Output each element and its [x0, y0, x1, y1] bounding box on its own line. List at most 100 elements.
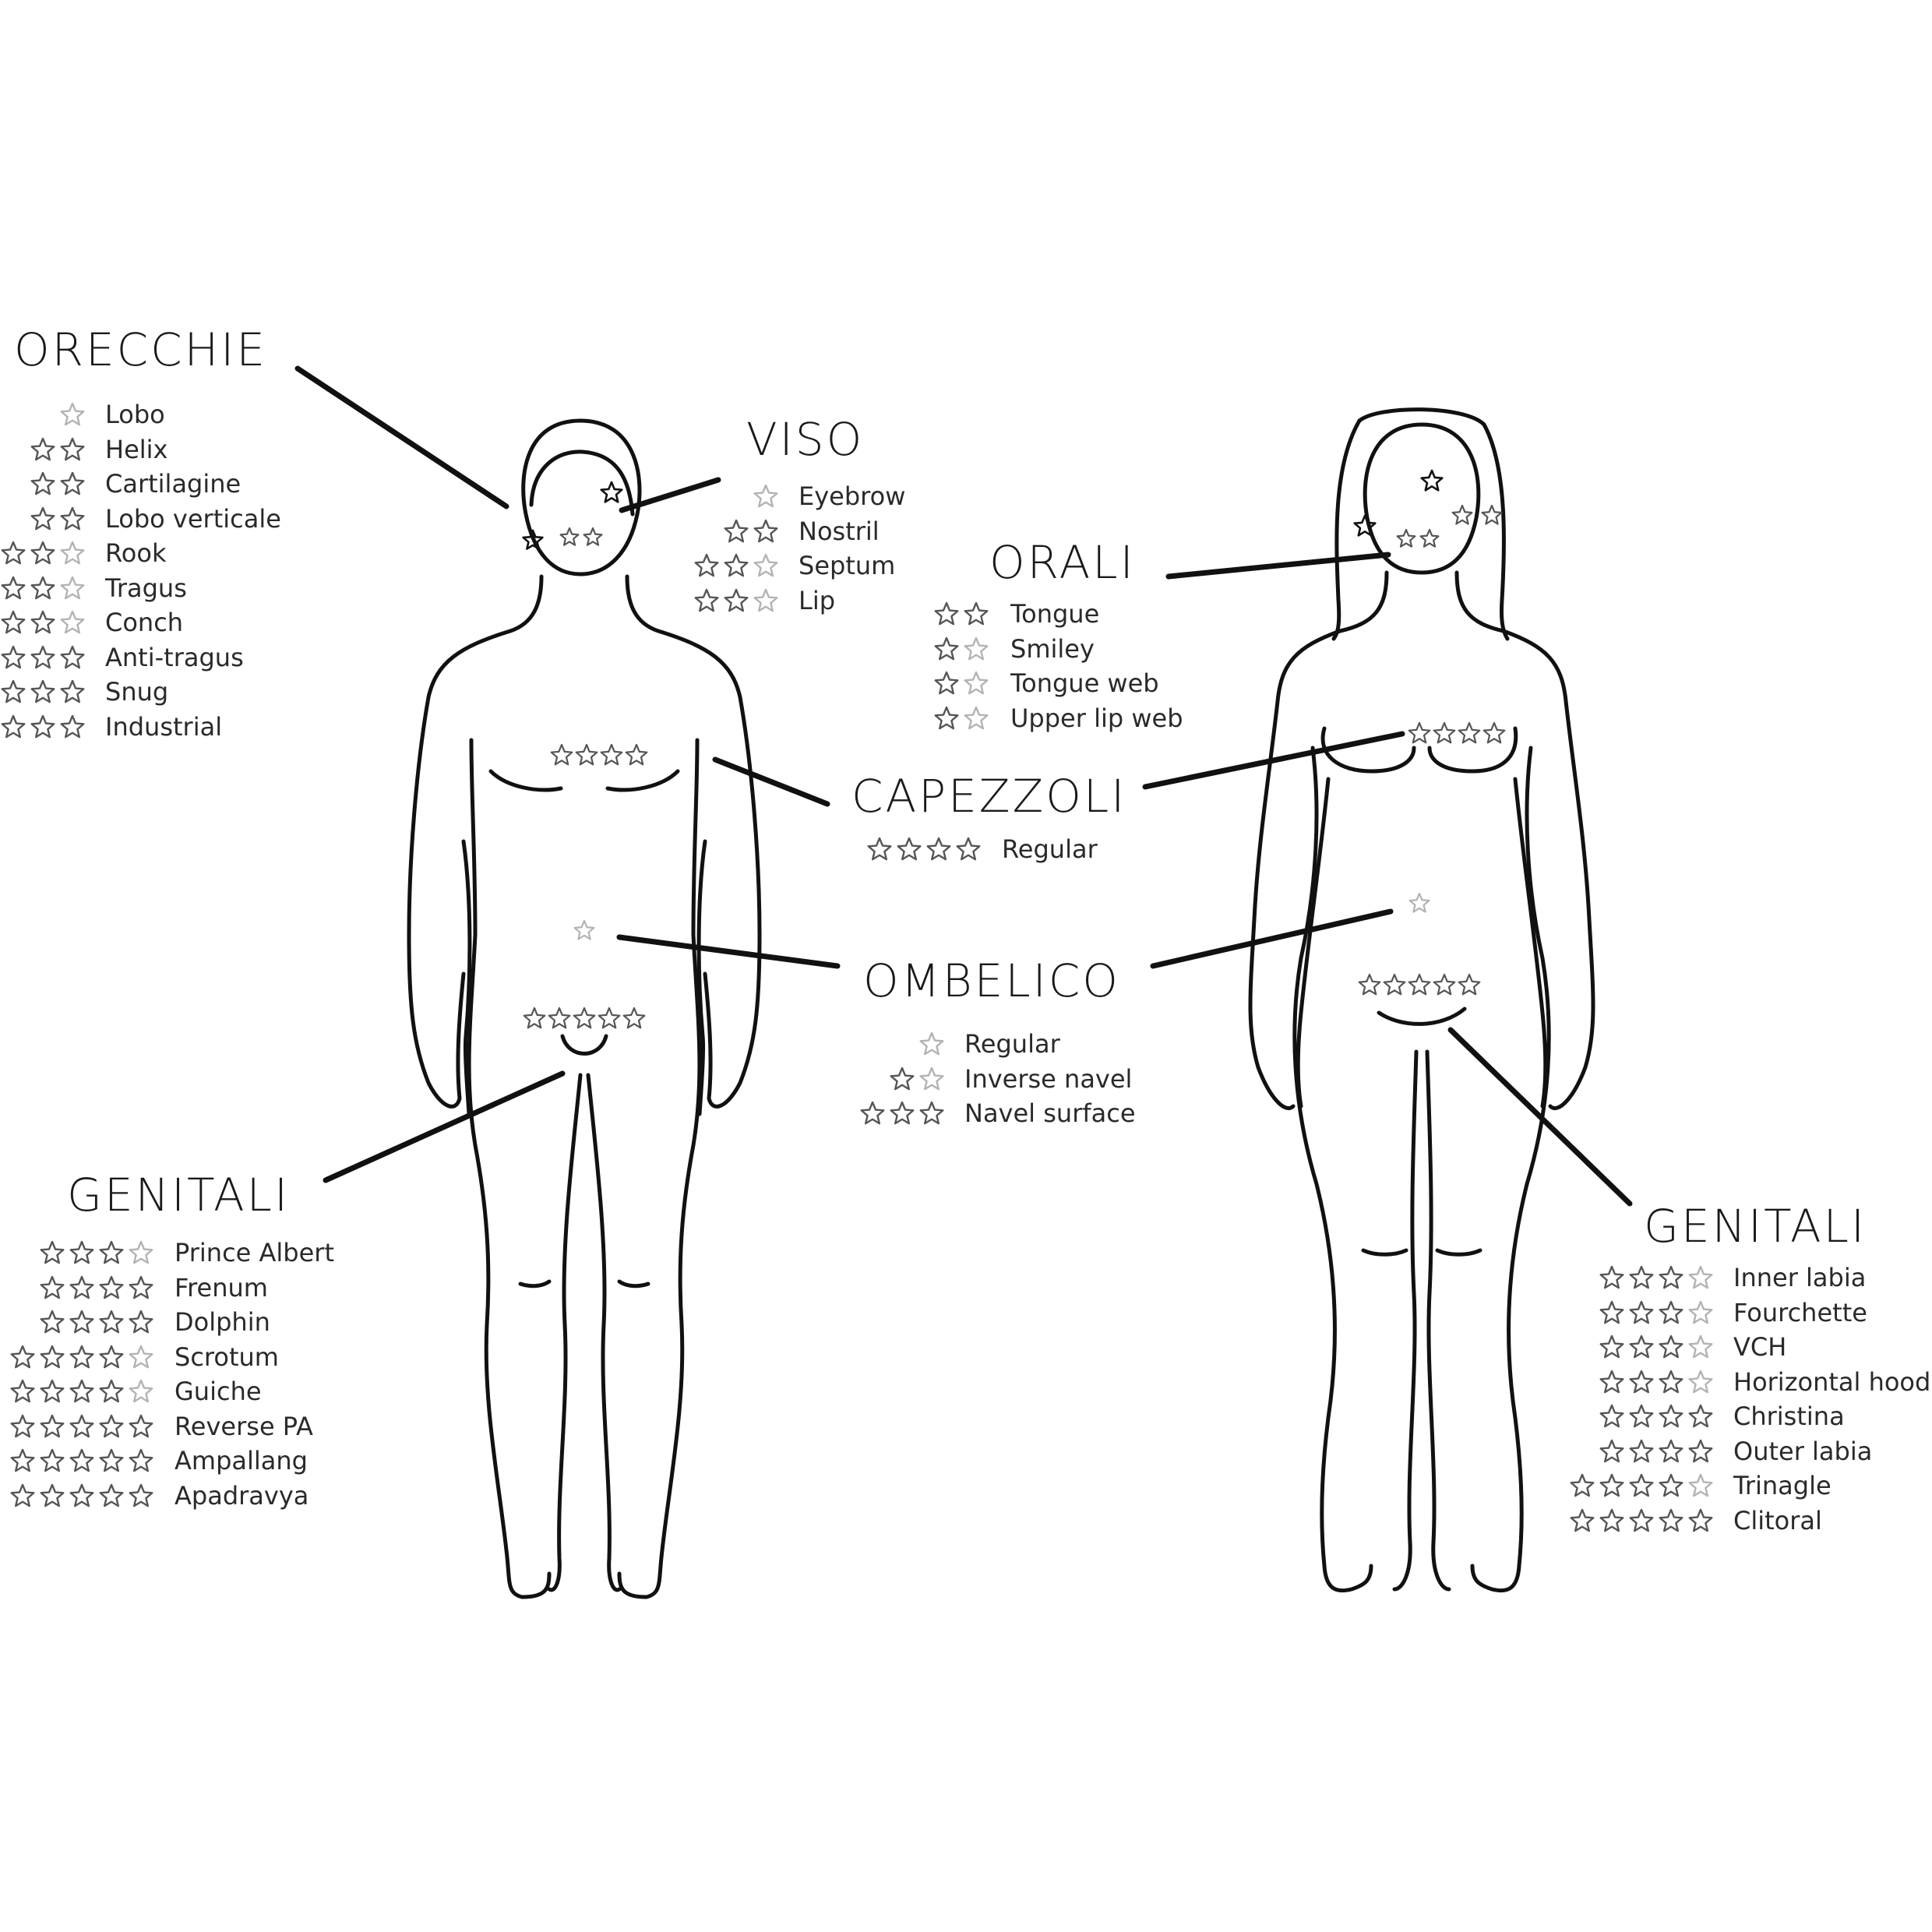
rating-label: VCH	[1733, 1332, 1787, 1362]
star-icon	[1408, 892, 1430, 913]
genitali-male-heading: GENITALI	[67, 1169, 291, 1222]
star-icon	[129, 1448, 153, 1472]
female-belly	[1377, 1007, 1467, 1026]
female-ear-marker	[1353, 514, 1377, 537]
rating-stars	[934, 601, 989, 626]
rating-label: Regular	[964, 1029, 1060, 1059]
star-icon	[60, 645, 85, 668]
star-icon	[1629, 1300, 1654, 1324]
star-icon	[694, 553, 719, 577]
star-icon	[559, 527, 580, 546]
star-icon	[1659, 1300, 1683, 1324]
rating-label: Prince Albert	[175, 1238, 334, 1267]
rating-stars	[40, 1240, 153, 1264]
rating-stars	[30, 471, 85, 495]
female-breast-right	[1427, 726, 1518, 774]
star-icon	[1570, 1508, 1595, 1532]
star-icon	[1599, 1265, 1624, 1289]
ombelico-heading: OMBELICO	[863, 954, 1120, 1007]
star-icon	[10, 1345, 35, 1368]
rating-label: Septum	[799, 551, 896, 580]
star-icon	[1, 714, 26, 738]
rating-stars	[30, 506, 85, 530]
rating-label: Navel surface	[964, 1098, 1136, 1128]
rating-label: Ampallang	[175, 1446, 308, 1475]
female-nose-marker	[1396, 528, 1440, 548]
star-light-icon	[753, 588, 778, 612]
rating-stars	[1, 610, 85, 634]
male-head	[521, 418, 642, 576]
rating-label: Regular	[1002, 834, 1098, 864]
star-icon	[60, 679, 85, 703]
rating-label: Conch	[105, 608, 184, 637]
star-icon	[60, 471, 85, 495]
star-icon	[99, 1345, 124, 1368]
orecchie-heading: ORECCHIE	[14, 323, 267, 376]
star-icon	[1353, 514, 1377, 537]
rating-stars	[1, 714, 85, 738]
star-light-icon	[964, 671, 989, 695]
viso-connector	[619, 477, 721, 513]
star-icon	[69, 1483, 94, 1507]
rating-stars	[1599, 1404, 1713, 1428]
star-icon	[1, 541, 26, 565]
star-light-icon	[1688, 1334, 1713, 1359]
star-icon	[600, 481, 623, 503]
capezzoli-heading: CAPEZZOLI	[851, 770, 1127, 823]
male-right-arm-inner	[696, 839, 707, 1116]
star-icon	[40, 1310, 65, 1334]
female-torso-left	[1248, 570, 1389, 1110]
star-icon	[622, 1007, 646, 1029]
female-navel-marker	[1408, 892, 1430, 913]
female-lip-marker	[1451, 504, 1503, 525]
star-icon	[129, 1483, 153, 1507]
rating-label: Tongue web	[1010, 668, 1159, 698]
female-torso-right	[1454, 570, 1595, 1110]
star-light-icon	[1688, 1370, 1713, 1393]
star-icon	[30, 506, 55, 530]
female-inner-leg-left	[1392, 1049, 1419, 1592]
star-icon	[99, 1414, 124, 1437]
rating-stars	[40, 1310, 153, 1334]
star-icon	[1688, 1404, 1713, 1428]
rating-stars	[10, 1448, 153, 1472]
star-icon	[600, 743, 623, 766]
rating-stars	[694, 553, 778, 577]
star-icon	[1629, 1473, 1654, 1497]
star-icon	[60, 506, 85, 530]
body-markers	[522, 469, 1506, 1029]
rating-label: Christina	[1733, 1401, 1845, 1431]
rating-label: Frenum	[175, 1272, 268, 1303]
star-light-icon	[919, 1066, 944, 1090]
rating-label: Tongue	[1010, 599, 1100, 629]
star-icon	[1, 645, 26, 668]
star-icon	[69, 1275, 94, 1299]
orali-connector	[1165, 552, 1391, 580]
viso-heading: VISO	[746, 413, 865, 466]
star-icon	[40, 1275, 65, 1299]
female-hair-right	[1482, 422, 1510, 641]
star-light-icon	[129, 1240, 153, 1264]
star-icon	[724, 519, 749, 542]
star-icon	[1599, 1473, 1624, 1497]
star-icon	[1396, 528, 1416, 548]
star-icon	[129, 1414, 153, 1437]
star-light-icon	[964, 706, 989, 729]
male-navel-marker	[573, 919, 595, 940]
star-icon	[964, 601, 989, 626]
star-icon	[69, 1379, 94, 1403]
female-knee-right	[1435, 1248, 1482, 1257]
female-left-arm-inner	[1296, 777, 1331, 1109]
rating-label: Horizontal hood	[1733, 1366, 1931, 1397]
star-icon	[40, 1414, 65, 1437]
male-chest-right	[605, 769, 680, 792]
capezzoli-male-connector	[712, 756, 830, 807]
star-icon	[1451, 504, 1473, 525]
male-left-arm-inner	[461, 839, 472, 1116]
rating-stars	[934, 671, 989, 695]
rating-label: Clitoral	[1733, 1505, 1822, 1535]
female-left-side	[1292, 746, 1373, 1593]
star-icon	[934, 706, 959, 729]
star-icon	[40, 1240, 65, 1264]
star-icon	[30, 437, 55, 460]
